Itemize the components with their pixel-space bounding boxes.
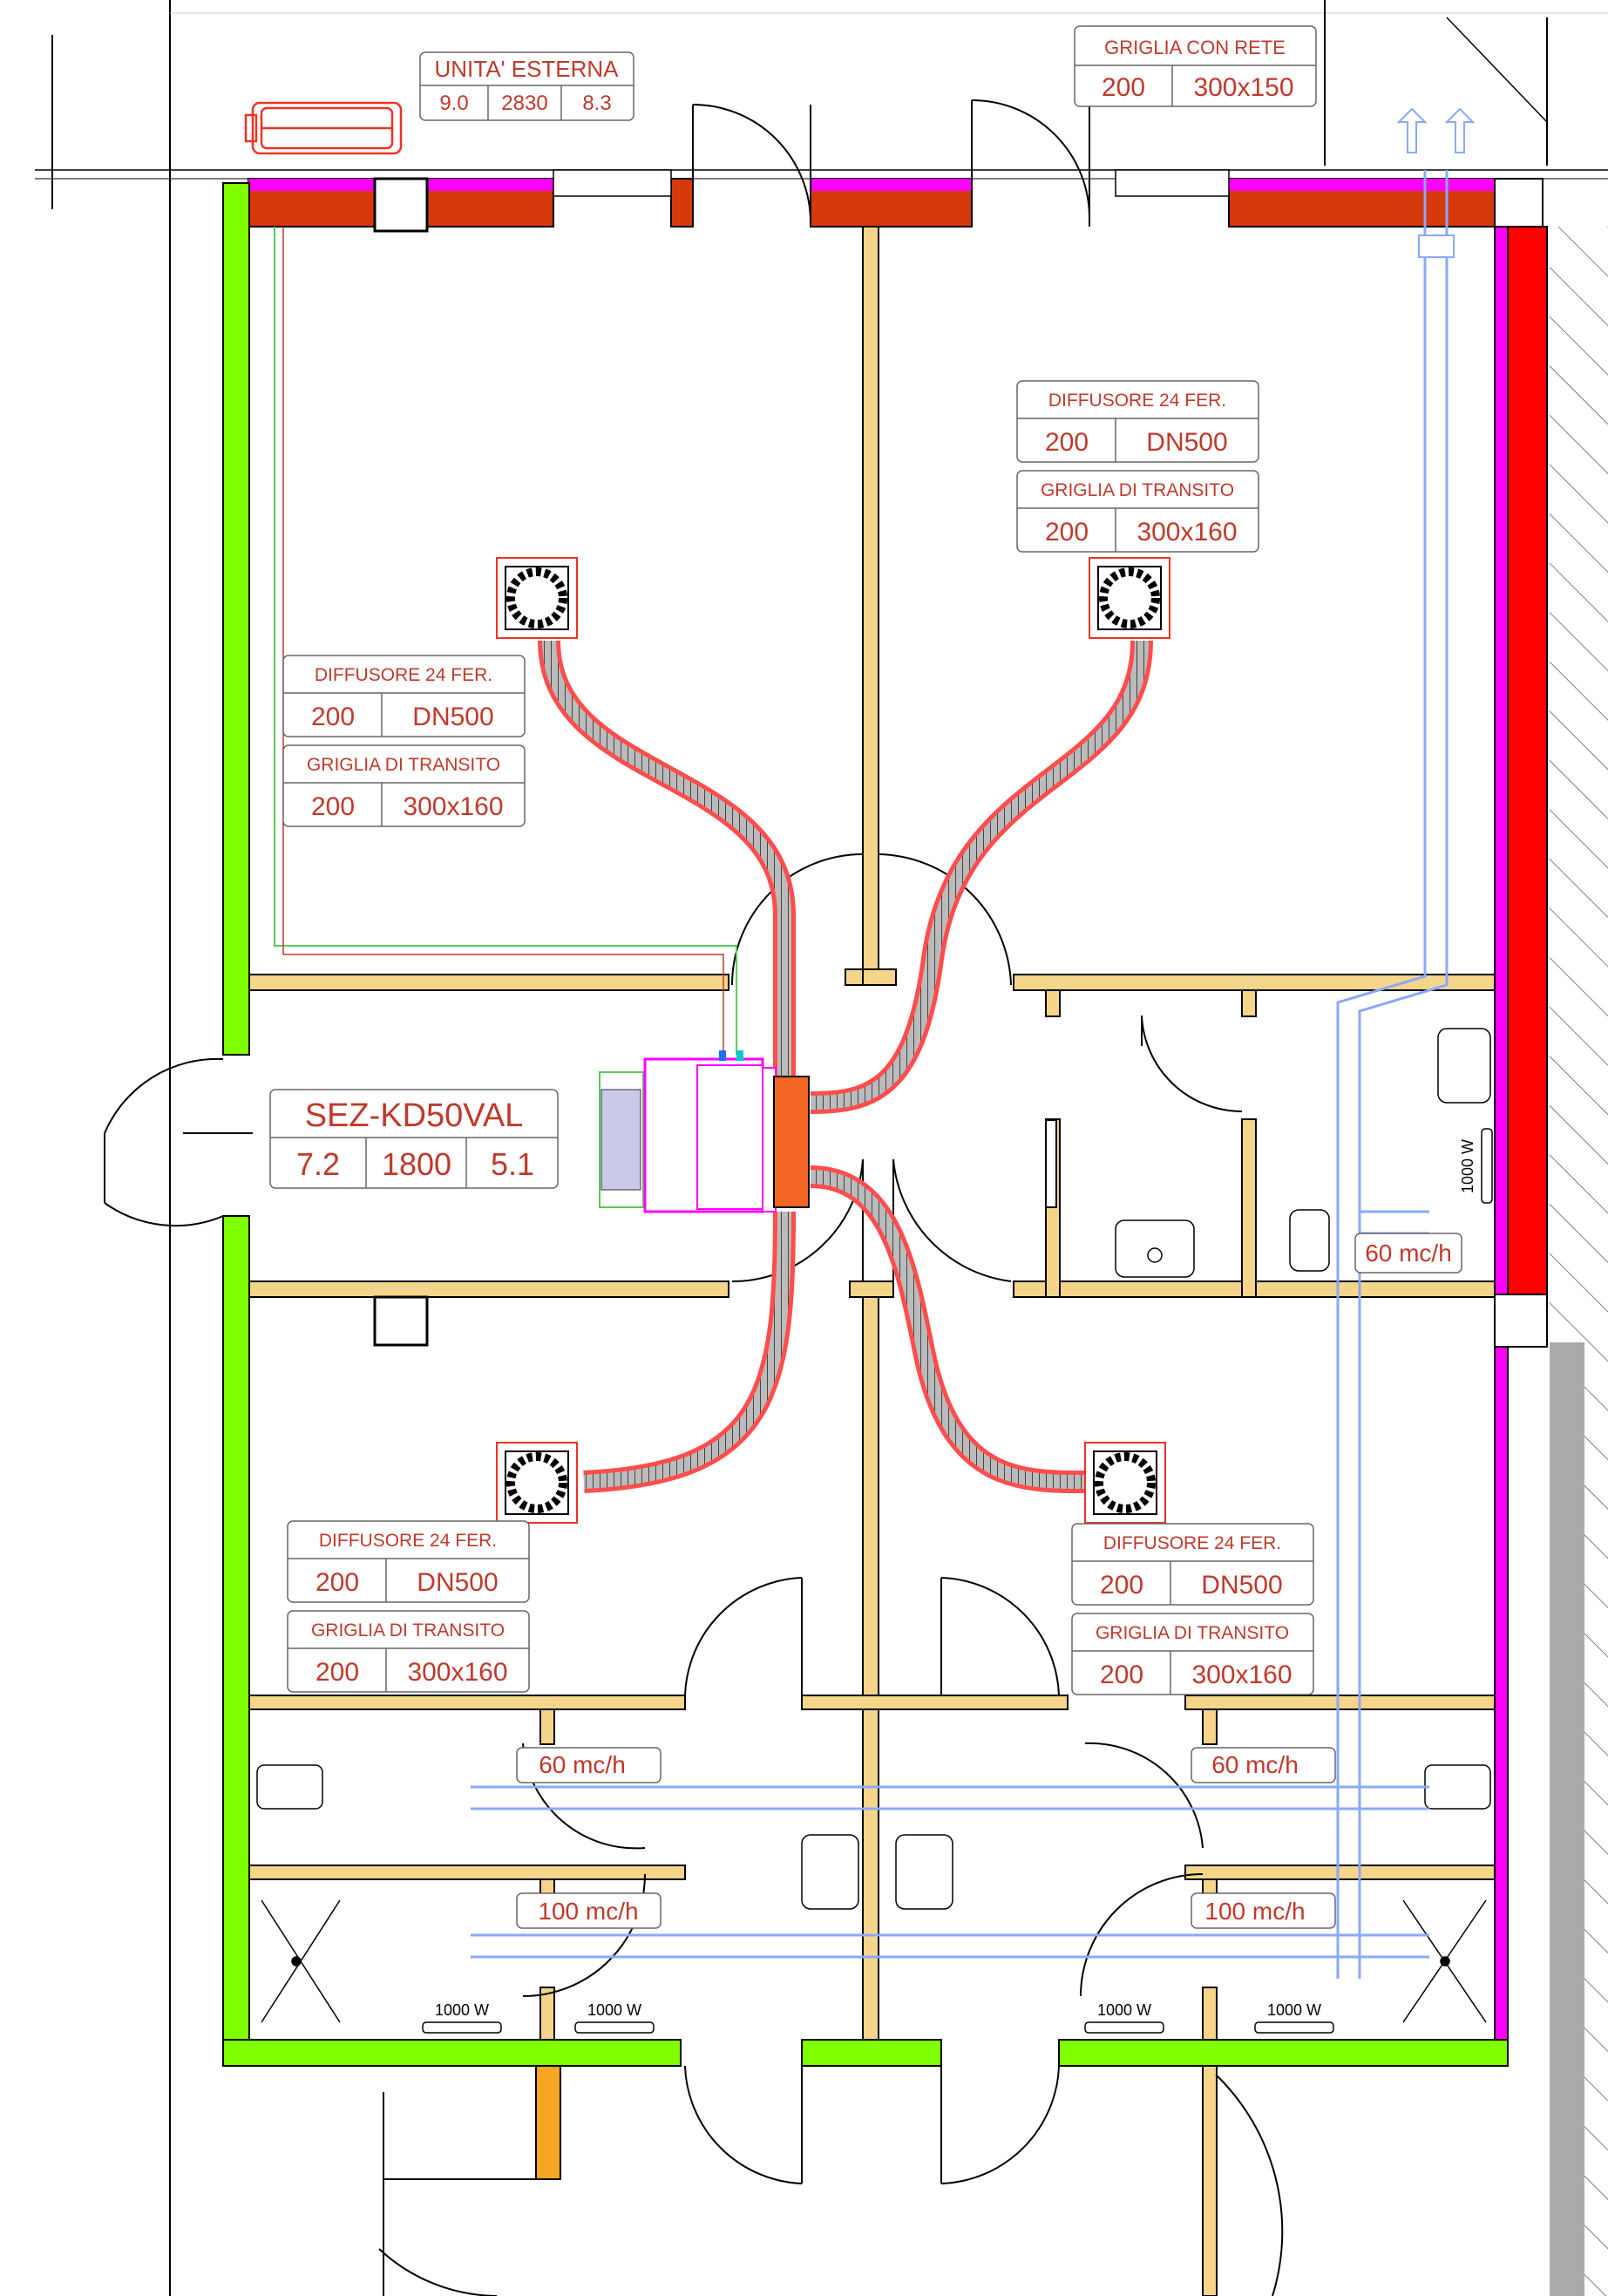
diffuser-label-1: DIFFUSORE 24 FER. 200 DN500 GRIGLIA DI T… bbox=[282, 655, 526, 827]
diffuser-size: DN500 bbox=[412, 703, 493, 731]
extraction-flow: 60 mc/h bbox=[539, 1751, 626, 1778]
grille-qty: 200 bbox=[315, 1658, 359, 1687]
diffuser-label-2: DIFFUSORE 24 FER. 200 DN500 GRIGLIA DI T… bbox=[1016, 380, 1259, 553]
radiator-power: 1000 W bbox=[435, 2001, 489, 2019]
outdoor-unit-value: 2830 bbox=[501, 92, 547, 115]
grille-title: GRIGLIA DI TRANSITO bbox=[311, 1620, 505, 1640]
indoor-unit-model: SEZ-KD50VAL bbox=[305, 1097, 524, 1134]
wall-insulation bbox=[811, 179, 972, 191]
door-west-entrance bbox=[104, 1057, 253, 1227]
intake-grille-qty: 200 bbox=[1102, 73, 1145, 102]
extraction-flow: 60 mc/h bbox=[1365, 1240, 1452, 1267]
diffuser-3 bbox=[496, 1442, 578, 1524]
diffuser-2 bbox=[1089, 557, 1170, 639]
radiator-labels: 1000 W 1000 W 1000 W 1000 W 1000 W bbox=[435, 1139, 1476, 2019]
grille-title: GRIGLIA DI TRANSITO bbox=[307, 755, 500, 775]
outdoor-unit-value: 8.3 bbox=[582, 92, 611, 115]
grille-size: 300x160 bbox=[1191, 1661, 1292, 1689]
column bbox=[1494, 178, 1544, 228]
column bbox=[1494, 1294, 1548, 1348]
grille-qty: 200 bbox=[311, 792, 355, 821]
intake-grille-size: 300x150 bbox=[1193, 73, 1293, 102]
partitions bbox=[248, 226, 1496, 2296]
intake-grille-label: GRIGLIA CON RETE 200 300x150 bbox=[1074, 25, 1317, 107]
extraction-flow: 60 mc/h bbox=[1211, 1751, 1299, 1778]
grille-size: 300x160 bbox=[1136, 518, 1237, 547]
wall-south bbox=[1058, 2039, 1509, 2067]
column-orange bbox=[535, 2065, 561, 2180]
diffuser-label-3: DIFFUSORE 24 FER. 200 DN500 GRIGLIA DI T… bbox=[287, 1520, 530, 1693]
grille-qty: 200 bbox=[1100, 1661, 1143, 1689]
diffuser-4 bbox=[1084, 1442, 1166, 1524]
extraction-flow: 100 mc/h bbox=[1204, 1898, 1305, 1925]
radiator-power: 1000 W bbox=[1459, 1139, 1476, 1193]
indoor-unit-label: SEZ-KD50VAL 7.2 1800 5.1 bbox=[269, 1089, 559, 1189]
column bbox=[373, 1295, 429, 1347]
wall-insulation bbox=[427, 179, 553, 191]
radiator-power: 1000 W bbox=[1267, 2001, 1321, 2019]
wall-east bbox=[1507, 226, 1548, 1295]
grille-size: 300x160 bbox=[403, 792, 503, 821]
diffuser-title: DIFFUSORE 24 FER. bbox=[319, 1531, 497, 1551]
flexible-ducts bbox=[538, 640, 1153, 1493]
indoor-unit-body bbox=[599, 1050, 810, 1213]
supply-plenum bbox=[773, 1076, 810, 1208]
wall-insulation bbox=[248, 179, 379, 191]
diffuser-qty: 200 bbox=[1045, 428, 1089, 457]
extraction-flow: 100 mc/h bbox=[538, 1898, 638, 1925]
grille-size: 300x160 bbox=[407, 1658, 507, 1687]
wall-east-insulation bbox=[1494, 226, 1509, 1295]
diffuser-title: DIFFUSORE 24 FER. bbox=[315, 665, 492, 685]
indoor-unit-value: 7.2 bbox=[296, 1146, 340, 1182]
wall-insulation bbox=[1229, 179, 1495, 191]
outdoor-unit-title: UNITA' ESTERNA bbox=[434, 56, 619, 82]
exterior-grey-band bbox=[1550, 1342, 1584, 2296]
wall-south bbox=[222, 2039, 682, 2067]
grille-title: GRIGLIA DI TRANSITO bbox=[1096, 1623, 1289, 1643]
refrigerant-line bbox=[274, 227, 737, 1055]
diffuser-size: DN500 bbox=[1201, 1571, 1282, 1600]
wall-south bbox=[801, 2039, 942, 2067]
door-north-left bbox=[692, 104, 811, 227]
diffuser-qty: 200 bbox=[315, 1568, 359, 1597]
sanitary-fixtures bbox=[256, 1028, 1491, 1967]
wall-west bbox=[222, 182, 250, 1056]
indoor-unit-value: 1800 bbox=[382, 1146, 451, 1182]
wall-north bbox=[670, 178, 694, 228]
diffuser-1 bbox=[496, 557, 578, 639]
outdoor-unit-icon bbox=[244, 101, 403, 155]
diffuser-title: DIFFUSORE 24 FER. bbox=[1048, 391, 1226, 411]
diffuser-qty: 200 bbox=[1100, 1571, 1143, 1600]
intake-grille-title: GRIGLIA CON RETE bbox=[1104, 37, 1286, 58]
outdoor-unit-label: UNITA' ESTERNA 9.0 2830 8.3 bbox=[419, 51, 634, 121]
intake-arrows bbox=[1396, 107, 1476, 153]
outdoor-unit-value: 9.0 bbox=[439, 92, 468, 115]
diffuser-title: DIFFUSORE 24 FER. bbox=[1103, 1533, 1281, 1553]
column bbox=[373, 177, 429, 233]
diffuser-qty: 200 bbox=[311, 703, 355, 731]
diffuser-size: DN500 bbox=[417, 1568, 498, 1597]
extraction-labels: 60 mc/h 60 mc/h 60 mc/h 100 mc/h 100 mc/… bbox=[516, 1233, 1462, 1929]
grille-title: GRIGLIA DI TRANSITO bbox=[1041, 480, 1234, 500]
diffuser-size: DN500 bbox=[1146, 428, 1227, 457]
shower-drains bbox=[261, 1899, 1487, 2023]
wall-east-insulation bbox=[1494, 1346, 1509, 2041]
grille-qty: 200 bbox=[1045, 518, 1089, 547]
radiator-power: 1000 W bbox=[587, 2001, 641, 2019]
wall-west bbox=[222, 1215, 250, 2067]
door-north-right bbox=[971, 99, 1090, 227]
radiator-power: 1000 W bbox=[1097, 2001, 1151, 2019]
radiators-drawing bbox=[422, 1128, 1493, 2034]
extraction-ducts bbox=[471, 170, 1449, 1979]
diffuser-label-4: DIFFUSORE 24 FER. 200 DN500 GRIGLIA DI T… bbox=[1071, 1523, 1314, 1695]
indoor-unit-value: 5.1 bbox=[491, 1146, 534, 1182]
